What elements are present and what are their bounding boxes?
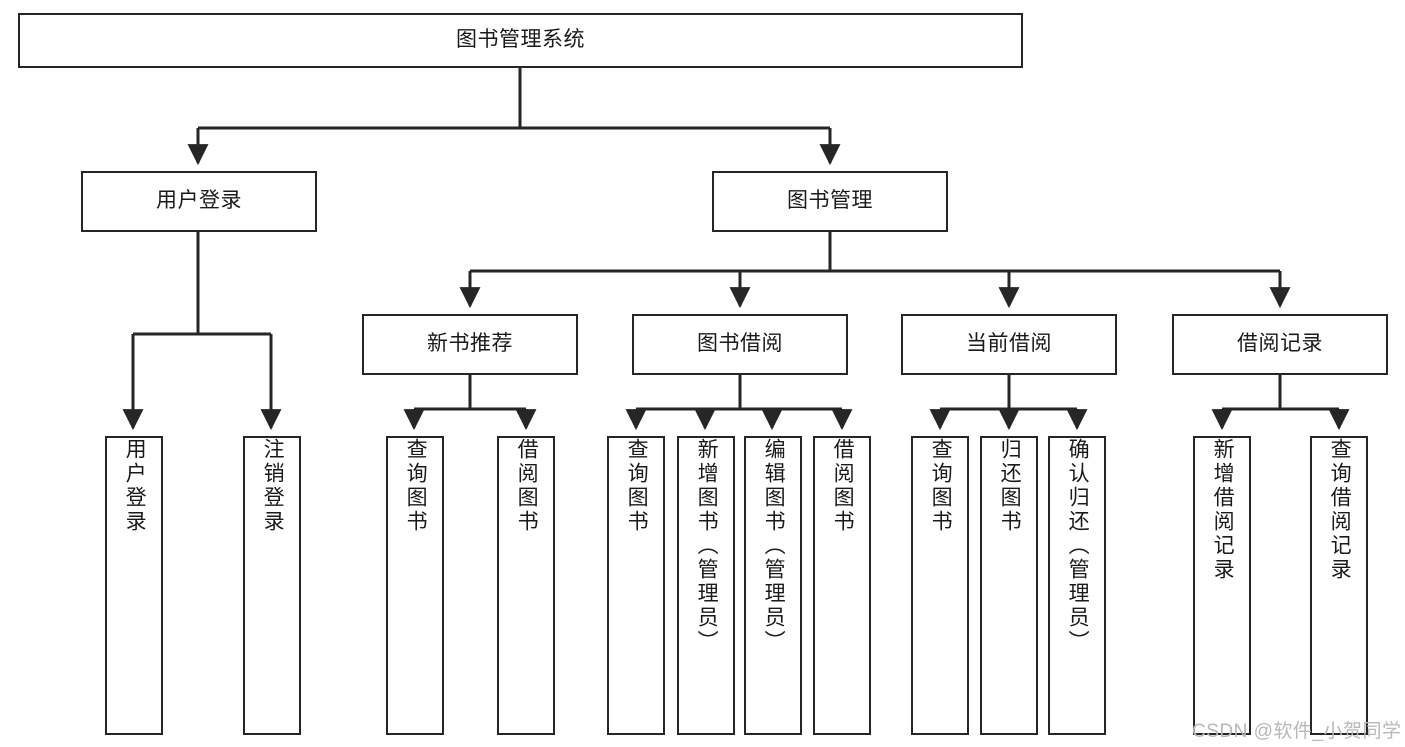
- node-leaf-add-book[interactable]: 新增图书（管理员）: [677, 436, 735, 735]
- node-borrow-record-label: 借阅记录: [1237, 332, 1323, 356]
- node-leaf-user-login[interactable]: 用户登录: [105, 436, 163, 735]
- node-new-book-recommend[interactable]: 新书推荐: [362, 314, 578, 375]
- node-leaf-edit-book[interactable]: 编辑图书（管理员）: [744, 436, 802, 735]
- node-leaf-borrow-book-1[interactable]: 借阅图书: [497, 436, 555, 735]
- node-leaf-query-book-2-label: 查询图书: [625, 438, 649, 534]
- node-leaf-return-book[interactable]: 归还图书: [980, 436, 1038, 735]
- node-leaf-add-record-label: 新增借阅记录: [1211, 438, 1235, 582]
- node-leaf-user-logout[interactable]: 注销登录: [243, 436, 301, 735]
- node-leaf-query-record-label: 查询借阅记录: [1328, 438, 1352, 582]
- node-current-borrow[interactable]: 当前借阅: [901, 314, 1117, 375]
- node-user-login[interactable]: 用户登录: [81, 171, 317, 232]
- node-leaf-query-book-2[interactable]: 查询图书: [607, 436, 665, 735]
- node-book-manage-label: 图书管理: [787, 189, 873, 213]
- node-leaf-query-book-1[interactable]: 查询图书: [386, 436, 444, 735]
- node-current-borrow-label: 当前借阅: [966, 332, 1052, 356]
- node-book-borrow[interactable]: 图书借阅: [632, 314, 848, 375]
- node-leaf-edit-book-label: 编辑图书（管理员）: [762, 438, 786, 654]
- node-borrow-record[interactable]: 借阅记录: [1172, 314, 1388, 375]
- node-leaf-borrow-book-1-label: 借阅图书: [515, 438, 539, 534]
- node-book-borrow-label: 图书借阅: [697, 332, 783, 356]
- node-leaf-user-logout-label: 注销登录: [261, 438, 285, 534]
- node-leaf-confirm-return[interactable]: 确认归还（管理员）: [1048, 436, 1106, 735]
- node-user-login-label: 用户登录: [156, 189, 242, 213]
- node-leaf-user-login-label: 用户登录: [123, 438, 147, 534]
- node-leaf-add-record[interactable]: 新增借阅记录: [1193, 436, 1251, 735]
- node-new-book-recommend-label: 新书推荐: [427, 332, 513, 356]
- node-leaf-borrow-book-2-label: 借阅图书: [831, 438, 855, 534]
- node-leaf-borrow-book-2[interactable]: 借阅图书: [813, 436, 871, 735]
- node-leaf-query-book-3[interactable]: 查询图书: [911, 436, 969, 735]
- node-root-label: 图书管理系统: [456, 28, 585, 52]
- node-book-manage[interactable]: 图书管理: [712, 171, 948, 232]
- node-root[interactable]: 图书管理系统: [18, 13, 1023, 68]
- node-leaf-add-book-label: 新增图书（管理员）: [695, 438, 719, 654]
- node-leaf-query-record[interactable]: 查询借阅记录: [1310, 436, 1368, 735]
- node-leaf-query-book-3-label: 查询图书: [929, 438, 953, 534]
- node-leaf-confirm-return-label: 确认归还（管理员）: [1066, 438, 1090, 654]
- node-leaf-return-book-label: 归还图书: [998, 438, 1022, 534]
- node-leaf-query-book-1-label: 查询图书: [404, 438, 428, 534]
